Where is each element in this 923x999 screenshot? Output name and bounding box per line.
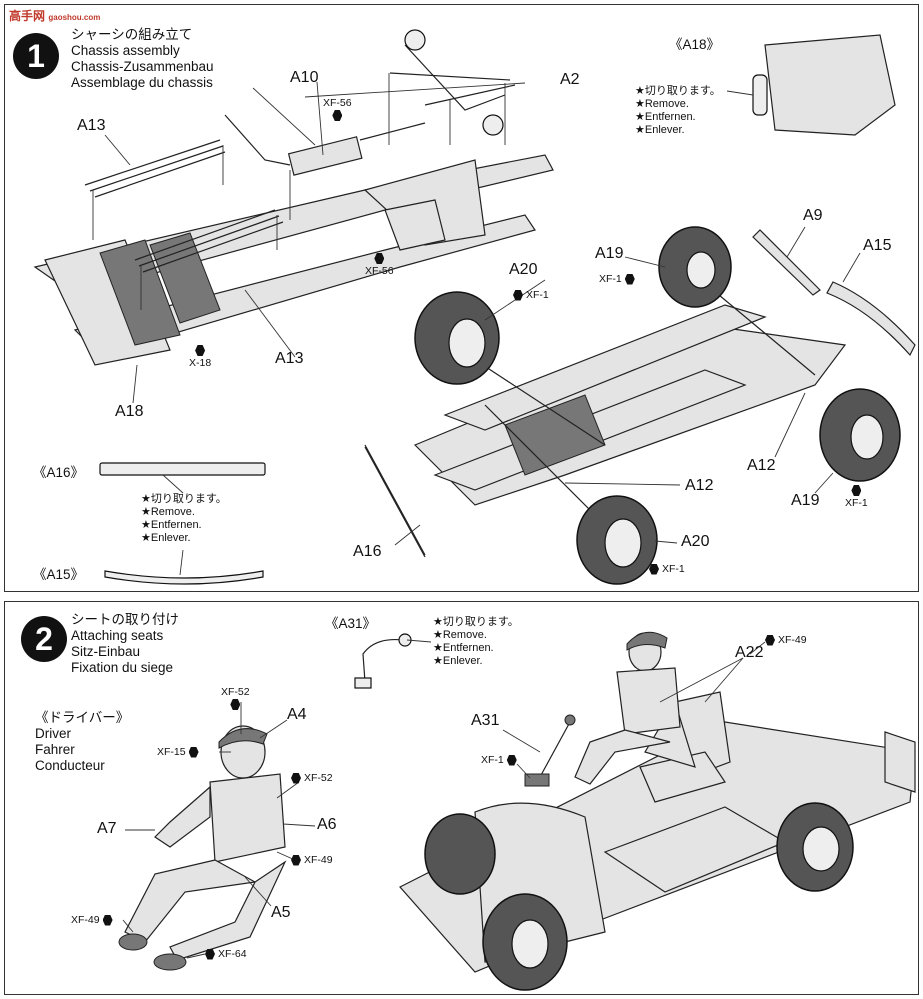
step1-title-fr: Assemblage du chassis [71, 75, 213, 90]
driver-heading: 《ドライバー》 Driver Fahrer Conducteur [35, 710, 130, 773]
paint-hex-icon [205, 948, 215, 960]
label-a7: A7 [97, 820, 117, 837]
label-a20-top: A20 [509, 261, 538, 278]
paint-xf49-seat: XF-49 [765, 634, 807, 646]
label-a15: A15 [863, 237, 892, 254]
paint-hex-icon [649, 563, 659, 575]
paint-xf49-left: XF-49 [71, 914, 113, 926]
detail-a31-title: 《A31》 [325, 616, 377, 631]
paint-hex-icon [230, 699, 241, 710]
label-a16: A16 [353, 543, 382, 560]
label-a2: A2 [560, 71, 580, 88]
paint-hex-icon [765, 634, 775, 646]
paint-xf52-right: XF-52 [291, 772, 333, 784]
label-a31: A31 [471, 712, 500, 729]
label-a19-top: A19 [595, 245, 624, 262]
step2-title-en: Attaching seats [71, 628, 164, 643]
label-a13-top: A13 [77, 117, 106, 134]
label-a22: A22 [735, 644, 764, 661]
detail-a16-title: 《A16》 [33, 465, 85, 480]
step1-title-de: Chassis-Zusammenbau [71, 59, 214, 74]
step1-number-badge: 1 [13, 33, 59, 79]
paint-hex-icon [195, 345, 206, 356]
paint-xf64: XF-64 [205, 948, 247, 960]
paint-xf15: XF-15 [157, 746, 199, 758]
paint-hex-icon [291, 854, 301, 866]
label-a18: A18 [115, 403, 144, 420]
paint-hex-icon [506, 754, 517, 766]
driver-and-vehicle-illustration [118, 631, 916, 991]
label-a10: A10 [290, 69, 319, 86]
detail-a31-note: ★切り取ります。 ★Remove. ★Entfernen. ★Enlever. [433, 616, 519, 667]
detail-a15-title: 《A15》 [33, 567, 85, 582]
step2-title-de: Sitz-Einbau [71, 644, 141, 659]
label-a9: A9 [803, 207, 823, 224]
paint-xf1-a19: XF-1 [599, 273, 635, 285]
label-a6: A6 [317, 816, 337, 833]
paint-hex-icon [513, 289, 523, 301]
step1-title-jp: シャーシの組み立て [71, 27, 193, 42]
paint-hex-icon [188, 746, 199, 758]
step1-panel: 高手网 gaoshou.com 1 シャーシの組み立て Chassis asse… [4, 4, 919, 592]
step2-title: シートの取り付け Attaching seats Sitz-Einbau Fix… [71, 612, 179, 676]
paint-hex-icon [291, 772, 301, 784]
paint-hex-icon [374, 253, 385, 264]
paint-xf56-top: XF-56 [323, 97, 352, 121]
step1-title: シャーシの組み立て Chassis assembly Chassis-Zusam… [71, 27, 214, 91]
step2-title-fr: Fixation du siege [71, 660, 174, 675]
label-a4: A4 [287, 706, 307, 723]
paint-xf49-right: XF-49 [291, 854, 333, 866]
paint-xf1-bottom: XF-1 [649, 563, 685, 575]
step2-title-jp: シートの取り付け [71, 612, 179, 627]
label-a19-bottom: A19 [791, 492, 820, 509]
paint-xf1-lever: XF-1 [481, 754, 517, 766]
paint-xf1-right: XF-1 [845, 485, 868, 509]
paint-xf52-top: XF-52 [221, 686, 250, 710]
watermark: 高手网 gaoshou.com [9, 9, 101, 23]
paint-xf56-bottom: XF-56 [365, 253, 394, 277]
paint-x18: X-18 [189, 345, 211, 369]
step1-title-en: Chassis assembly [71, 43, 180, 58]
label-a13-bottom: A13 [275, 350, 304, 367]
label-a5: A5 [271, 904, 291, 921]
detail-a16a15-note: ★切り取ります。 ★Remove. ★Entfernen. ★Enlever. [141, 493, 227, 544]
paint-hex-icon [102, 914, 113, 926]
paint-hex-icon [332, 110, 343, 121]
step2-number-badge: 2 [21, 616, 67, 662]
chassis-frame-illustration [33, 29, 916, 585]
label-a20-bottom: A20 [681, 533, 710, 550]
step2-panel: 2 シートの取り付け Attaching seats Sitz-Einbau F… [4, 601, 919, 995]
label-a12-right: A12 [747, 457, 776, 474]
detail-a18-note: ★切り取ります。 ★Remove. ★Entfernen. ★Enlever. [635, 85, 721, 136]
paint-hex-icon [851, 485, 862, 496]
paint-hex-icon [624, 273, 635, 285]
paint-xf1-a20: XF-1 [513, 289, 549, 301]
detail-a18-title: 《A18》 [669, 37, 721, 52]
label-a12-center: A12 [685, 477, 714, 494]
